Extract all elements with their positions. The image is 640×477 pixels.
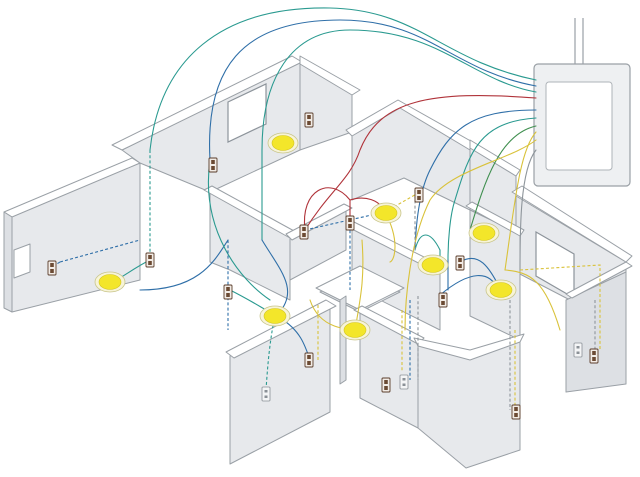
wall-switch-icon <box>438 292 448 308</box>
wall-left-step <box>13 243 31 279</box>
wall-right-end-top <box>565 261 633 299</box>
wire-3 <box>261 29 537 241</box>
wall-right-back-top <box>469 139 521 177</box>
wire-37 <box>519 264 601 350</box>
wire-9 <box>404 139 537 331</box>
distribution-box-cover <box>545 81 613 171</box>
wire-10 <box>519 149 537 271</box>
wall-switch-icon <box>145 252 155 268</box>
wall-right-room-top <box>511 185 633 263</box>
wall-switches <box>47 112 599 420</box>
wire-1 <box>149 7 537 151</box>
ceiling-light-icon <box>267 132 299 154</box>
ceiling-light-icon <box>259 305 291 327</box>
distribution-box-icon <box>533 18 631 187</box>
wire-5 <box>414 109 537 251</box>
wall-front-mid-face <box>339 295 347 385</box>
wall-switch-icon <box>414 187 424 203</box>
wall-back-mid-top <box>299 55 361 96</box>
wall-outlet-icon <box>399 374 409 390</box>
wall-switch-icon <box>381 377 391 393</box>
wire-23 <box>261 239 289 315</box>
wall-switch-icon <box>345 215 355 231</box>
wall-switch-icon <box>304 352 314 368</box>
wall-outlets <box>261 342 583 402</box>
wall-switch-icon <box>47 260 57 276</box>
wall-outlet-icon <box>261 386 271 402</box>
wall-left-notch <box>3 211 13 313</box>
wire-8 <box>504 131 537 271</box>
wire-36 <box>504 269 561 331</box>
ceiling-light-icon <box>468 222 500 244</box>
wall-switch-icon <box>304 112 314 128</box>
ceiling-light-icon <box>94 271 126 293</box>
wall-right-inner-top <box>465 201 525 237</box>
wire-6 <box>447 117 537 261</box>
wire-16 <box>59 239 141 263</box>
wall-right-end-face <box>565 271 627 393</box>
wire-4 <box>304 94 537 231</box>
wall-front-left-top <box>225 299 337 359</box>
wall-switch-icon <box>299 224 309 240</box>
wall-front-right-top <box>413 333 525 361</box>
wire-2 <box>208 19 537 161</box>
window-back-left <box>227 83 267 143</box>
ceiling-light-icon <box>417 254 449 276</box>
wall-switch-icon <box>455 255 465 271</box>
wire-28 <box>414 234 441 263</box>
wall-outlet-icon <box>573 342 583 358</box>
wire-7 <box>469 125 537 231</box>
wall-switch-icon <box>589 348 599 364</box>
ceiling-light-icon <box>485 279 517 301</box>
walls <box>3 55 633 469</box>
wall-switch-icon <box>208 157 218 173</box>
wire-11 <box>303 187 351 231</box>
wall-switch-icon <box>511 404 521 420</box>
ceiling-light-icon <box>339 319 371 341</box>
wire-18 <box>208 159 271 301</box>
wall-switch-icon <box>223 284 233 300</box>
ceiling-light-icon <box>370 202 402 224</box>
ceiling-lights <box>94 132 517 341</box>
